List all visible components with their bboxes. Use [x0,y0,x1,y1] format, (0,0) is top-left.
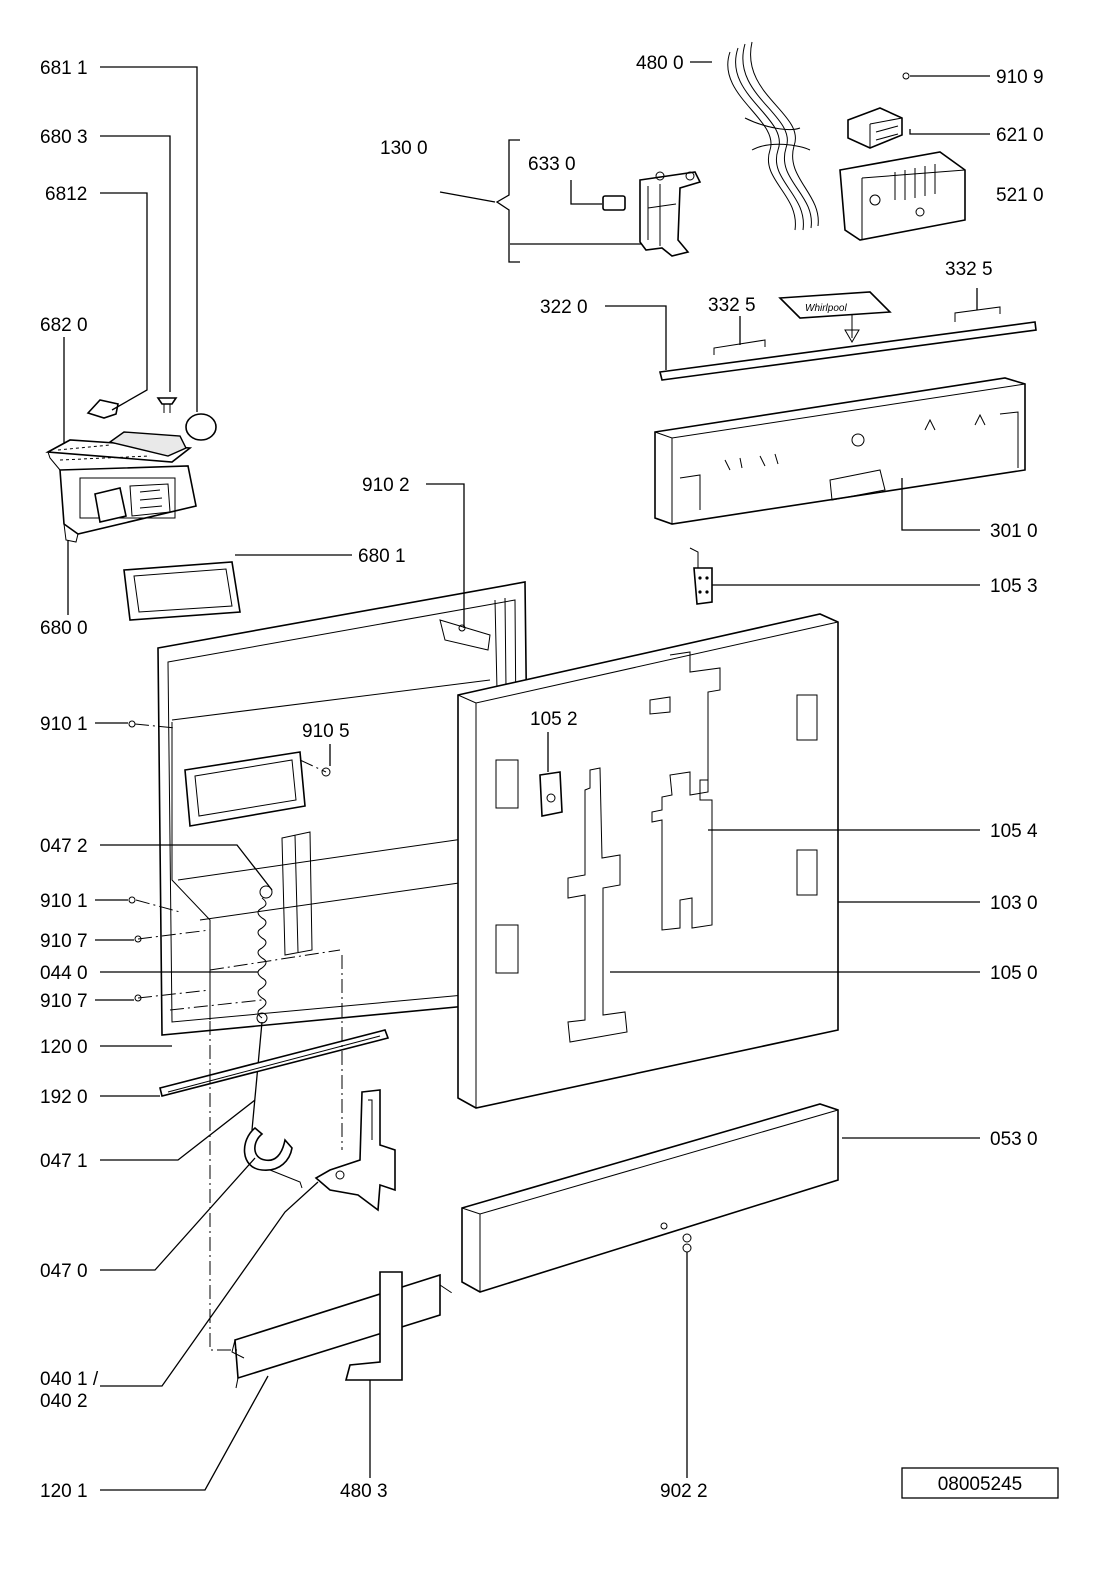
part-910-1-screw-b [128,896,136,904]
part-902-2-screw [682,1233,692,1253]
part-130-0-door-latch [602,171,702,257]
part-105-4-bracket [651,651,721,931]
label-910-7-b: 910 7 [40,991,88,1012]
label-120-1: 120 1 [40,1481,88,1502]
part-053-0-lower-trim [461,1103,839,1293]
label-301-0: 301 0 [990,521,1038,542]
label-332-5-left: 332 5 [708,295,756,316]
part-inner-window [184,751,306,827]
label-105-4: 105 4 [990,821,1038,842]
label-044-0: 044 0 [40,963,88,984]
part-103-0-outer-door [457,613,839,1109]
label-047-0: 047 0 [40,1261,88,1282]
part-910-9-screw [902,72,910,80]
label-621-0: 621 0 [996,125,1044,146]
part-680-0-dispenser [45,431,197,543]
part-vertical-channel [281,831,313,956]
part-040-1-hinge-plate [314,1089,396,1212]
label-105-0: 105 0 [990,963,1038,984]
part-120-1-lower-plate [231,1273,441,1389]
label-047-2: 047 2 [40,836,88,857]
label-681-1: 681 1 [40,58,88,79]
part-logo-plate: Whirlpool [778,291,892,319]
label-105-3: 105 3 [990,576,1038,597]
part-322-0-panel-strip [659,321,1037,381]
label-322-0: 322 0 [540,297,588,318]
logo-text: Whirlpool [805,303,847,314]
callout-labels: 681 1 680 3 6812 682 0 680 0 680 1 130 0… [40,53,1044,1502]
label-680-1: 680 1 [358,546,406,567]
label-130-0: 130 0 [380,138,428,159]
label-680-3: 680 3 [40,127,88,148]
part-910-1-screw-a [128,720,136,728]
drawing-number-box: 08005245 [901,1467,1059,1499]
label-480-0: 480 0 [636,53,684,74]
label-521-0: 521 0 [996,185,1044,206]
drawing-number: 08005245 [938,1474,1023,1495]
part-120-0-inner-door [157,581,531,1036]
label-6812: 6812 [45,184,87,205]
label-910-1-a: 910 1 [40,714,88,735]
label-910-2: 910 2 [362,475,410,496]
part-680-3-clip [156,397,178,413]
label-192-0: 192 0 [40,1087,88,1108]
label-332-5-right: 332 5 [945,259,993,280]
part-301-0-control-panel [654,377,1026,525]
label-480-3: 480 3 [340,1481,388,1502]
label-040-1: 040 1 / [40,1369,99,1390]
label-902-2: 902 2 [660,1481,708,1502]
label-633-0: 633 0 [528,154,576,175]
part-521-0-electronic-module [839,151,966,241]
part-192-0-rail [159,1029,390,1097]
part-480-3-hook [344,1271,403,1381]
label-910-9: 910 9 [996,67,1044,88]
label-910-1-b: 910 1 [40,891,88,912]
label-053-0: 053 0 [990,1129,1038,1150]
part-910-5-screw [321,767,331,777]
arrow-icon [844,315,860,343]
part-6812-latch [86,399,119,419]
alignment-lines [134,723,456,1351]
label-682-0: 682 0 [40,315,88,336]
label-047-1: 047 1 [40,1151,88,1172]
label-680-0: 680 0 [40,618,88,639]
label-910-5: 910 5 [302,721,350,742]
part-047-0-hinge-bracket [243,1126,303,1189]
label-040-2: 040 2 [40,1391,88,1412]
leader-lines [63,61,990,1491]
part-480-0-wiring-harness [727,41,819,231]
part-105-0-bracket [567,767,628,1043]
label-103-0: 103 0 [990,893,1038,914]
part-105-4-bracket-top [649,696,671,715]
label-120-0: 120 0 [40,1037,88,1058]
part-680-1-gasket [123,561,241,621]
part-105-3-bracket [689,547,713,605]
part-105-2-clip [539,771,563,817]
label-910-7-a: 910 7 [40,931,88,952]
part-681-1-cap [185,413,217,441]
part-621-0-connector [847,107,903,149]
part-047-1-rod [251,1021,263,1131]
label-105-2: 105 2 [530,709,578,730]
